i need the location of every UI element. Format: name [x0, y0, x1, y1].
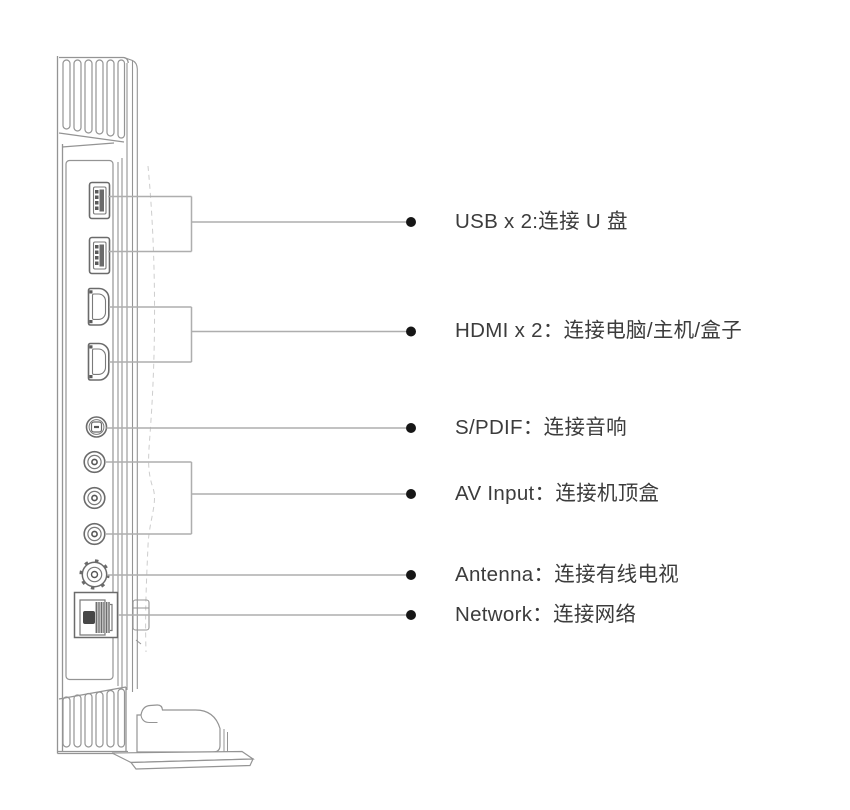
vent-grille-top [62, 59, 126, 139]
bullet-antenna [406, 570, 416, 580]
callout-line-av [105, 461, 406, 535]
vent-grille-bottom [62, 688, 126, 748]
bullet-spdif [406, 423, 416, 433]
port-label-network: Network：连接网络 [455, 603, 637, 626]
callout-line-usb [108, 195, 406, 253]
callout-lines [105, 195, 406, 616]
bullet-usb [406, 217, 416, 227]
tv-chassis [56, 56, 156, 755]
port-label-hdmi: HDMI x 2：连接电脑/主机/盒子 [455, 319, 743, 342]
bullet-network [406, 610, 416, 620]
port-label-usb: USB x 2:连接 U 盘 [455, 210, 628, 233]
port-label-antenna: Antenna：连接有线电视 [455, 563, 680, 586]
bullet-av [406, 489, 416, 499]
callout-line-hdmi [109, 306, 406, 363]
tv-stand [111, 704, 255, 770]
spdif-port-icon [85, 416, 108, 438]
ethernet-port-icon [73, 591, 119, 639]
bullet-hdmi [406, 326, 416, 337]
callout-bullets [406, 217, 416, 620]
port-label-spdif: S/PDIF：连接音响 [455, 416, 627, 439]
port-label-av-input: AV Input：连接机顶盒 [455, 482, 660, 505]
antenna-port-icon [79, 559, 110, 590]
